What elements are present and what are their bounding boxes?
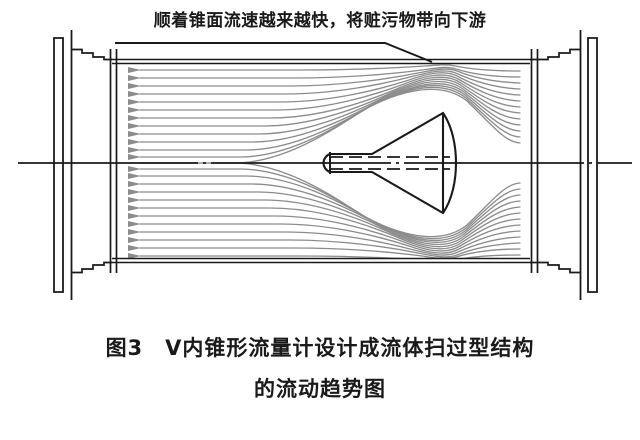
annotation-leader-line [115, 42, 433, 63]
streamlines-upper [139, 64, 521, 164]
flow-arrow-upper [128, 67, 141, 160]
left-taper-top [71, 48, 112, 61]
left-flange [53, 30, 118, 300]
annotation-text: 顺着锥面流速越来越快，将赃污物带向下游 [153, 11, 487, 31]
right-taper-top [530, 48, 581, 61]
left-taper-bottom [71, 261, 112, 274]
flow-arrow-lower [128, 166, 141, 259]
right-taper-bottom [530, 261, 581, 274]
pipe-body [112, 58, 530, 264]
streamlines-lower [139, 162, 521, 259]
streamline-group [139, 64, 521, 259]
flow-arrows [128, 67, 141, 259]
right-flange [530, 30, 598, 300]
caption-line-2: 的流动趋势图 [254, 377, 386, 401]
left-flange-outer-plate [53, 37, 64, 293]
figure-caption: 图3 V内锥形流量计设计成流体扫过型结构 的流动趋势图 [0, 328, 640, 410]
caption-line-1: 图3 V内锥形流量计设计成流体扫过型结构 [105, 336, 535, 360]
right-flange-outer-plate [587, 37, 598, 293]
